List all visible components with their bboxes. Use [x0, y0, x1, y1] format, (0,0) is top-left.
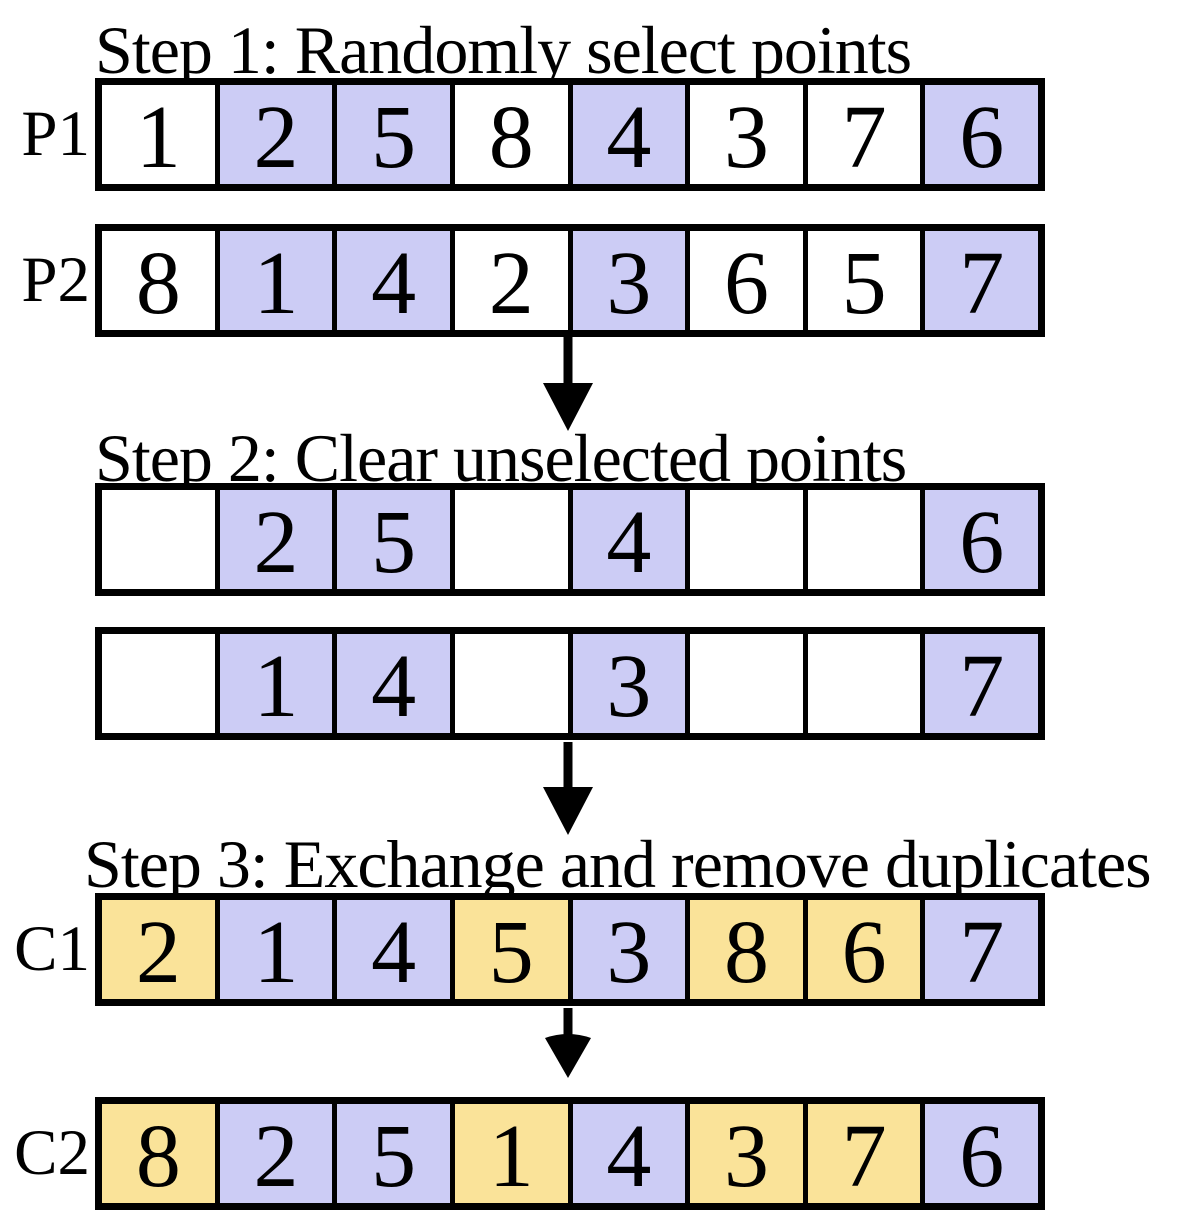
chromosome-row-c1: 2 1 4 5 3 8 6 7	[95, 893, 1045, 1006]
gene-cell: 7	[802, 1104, 921, 1203]
arrow-head	[545, 1034, 591, 1078]
gene-cell: 1	[449, 1104, 568, 1203]
arrow-head	[543, 787, 593, 835]
step3-title: Step 3: Exchange and remove duplicates	[84, 826, 1152, 902]
gene-cell: 7	[920, 900, 1038, 999]
gene-cell	[449, 634, 568, 733]
row-band-p1: P1 1 2 5 8 4 3 7 6	[0, 78, 1188, 191]
gene-cell: 4	[332, 231, 450, 330]
row-band-c2: C2 8 2 5 1 4 3 7 6	[0, 1097, 1188, 1210]
gene-cell: 8	[685, 900, 803, 999]
gene-cell: 4	[332, 900, 450, 999]
gene-cell: 6	[685, 231, 803, 330]
chromosome-row-step2-upper: 2 5 4 6	[95, 483, 1045, 596]
gene-cell	[449, 490, 568, 589]
gene-cell: 3	[685, 85, 803, 184]
gene-cell: 4	[567, 1104, 686, 1203]
chromosome-row-c2: 8 2 5 1 4 3 7 6	[95, 1097, 1045, 1210]
arrow-shaft	[563, 337, 573, 389]
gene-cell: 8	[449, 85, 568, 184]
step1-title: Step 1: Randomly select points	[95, 12, 912, 88]
gene-cell: 1	[214, 231, 333, 330]
gene-cell	[685, 490, 803, 589]
gene-cell: 2	[214, 85, 333, 184]
gene-cell: 3	[567, 634, 686, 733]
arrow-shaft	[563, 742, 573, 793]
row-label-c1: C1	[14, 913, 90, 985]
down-arrow-icon	[545, 1008, 591, 1078]
gene-cell: 3	[567, 900, 686, 999]
down-arrow-icon	[543, 742, 593, 835]
gene-cell	[102, 634, 215, 733]
arrow-head	[543, 383, 593, 431]
gene-cell	[102, 490, 215, 589]
gene-cell: 3	[685, 1104, 803, 1203]
row-band-p2: P2 8 1 4 2 3 6 5 7	[0, 224, 1188, 337]
gene-cell: 5	[332, 85, 450, 184]
gene-cell: 2	[214, 490, 333, 589]
down-arrow-icon	[543, 337, 593, 431]
row-band-step2-lower: 1 4 3 7	[0, 627, 1188, 740]
gene-cell: 1	[214, 900, 333, 999]
row-band-step2-upper: 2 5 4 6	[0, 483, 1188, 596]
gene-cell: 2	[102, 900, 215, 999]
row-band-c1: C1 2 1 4 5 3 8 6 7	[0, 893, 1188, 1006]
gene-cell	[802, 490, 921, 589]
arrow-shaft	[563, 1008, 573, 1044]
gene-cell: 2	[214, 1104, 333, 1203]
gene-cell: 8	[102, 231, 215, 330]
chromosome-row-p1: 1 2 5 8 4 3 7 6	[95, 78, 1045, 191]
gene-cell	[802, 634, 921, 733]
step2-title: Step 2: Clear unselected points	[95, 420, 907, 496]
gene-cell: 7	[920, 634, 1038, 733]
gene-cell: 8	[102, 1104, 215, 1203]
gene-cell: 6	[920, 1104, 1038, 1203]
gene-cell: 5	[332, 1104, 450, 1203]
row-label-p2: P2	[21, 244, 90, 316]
gene-cell: 3	[567, 231, 686, 330]
chromosome-row-p2: 8 1 4 2 3 6 5 7	[95, 224, 1045, 337]
gene-cell: 4	[332, 634, 450, 733]
gene-cell: 5	[449, 900, 568, 999]
gene-cell: 6	[920, 85, 1038, 184]
gene-cell: 6	[802, 900, 921, 999]
gene-cell: 6	[920, 490, 1038, 589]
gene-cell: 2	[449, 231, 568, 330]
gene-cell: 1	[214, 634, 333, 733]
gene-cell: 5	[332, 490, 450, 589]
row-label-c2: C2	[14, 1117, 90, 1189]
gene-cell: 4	[567, 490, 686, 589]
chromosome-row-step2-lower: 1 4 3 7	[95, 627, 1045, 740]
gene-cell: 4	[567, 85, 686, 184]
gene-cell: 5	[802, 231, 921, 330]
gene-cell: 1	[102, 85, 215, 184]
row-label-p1: P1	[21, 98, 90, 170]
gene-cell	[685, 634, 803, 733]
gene-cell: 7	[802, 85, 921, 184]
gene-cell: 7	[920, 231, 1038, 330]
